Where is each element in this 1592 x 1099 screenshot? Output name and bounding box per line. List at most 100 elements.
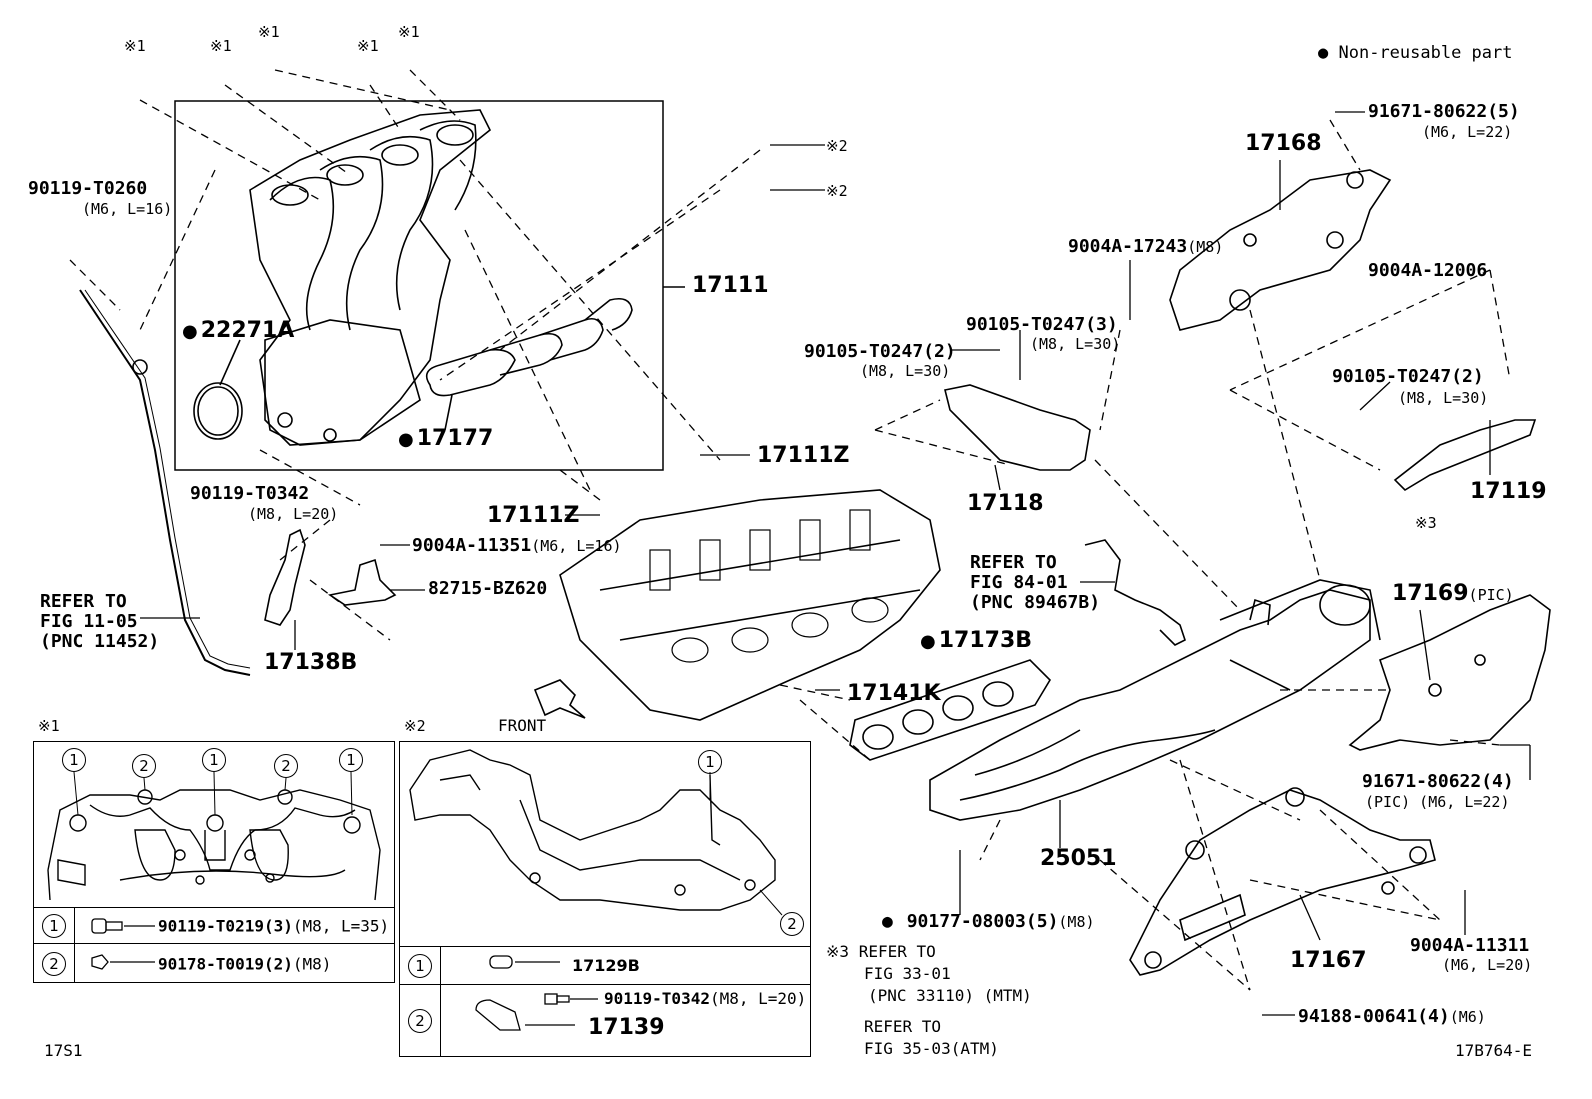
row-number: 2 (408, 1009, 432, 1033)
row-spec: (M8, L=20) (709, 989, 807, 1008)
table-row-leaders (110, 925, 598, 1026)
refer-line: FIG 35-03(ATM) (864, 1039, 999, 1058)
bolt-label: 9004A-17243(M8) (1068, 238, 1223, 256)
row-number-cell: 2 (400, 985, 441, 1057)
row-part: 90178-T0019(2) (158, 954, 293, 973)
bolt-label: 90119-T0260 (28, 178, 148, 199)
part-number: 17169 (1392, 581, 1469, 606)
oxygen-sensor (1084, 539, 1186, 646)
bolt-label: 9004A-11351(M6, L=16) (412, 537, 622, 555)
row-text: 90119-T0219(3)(M8, L=35) (158, 917, 389, 936)
mark1-label: ※1 (398, 23, 420, 41)
row-number-cell: 1 (34, 908, 75, 944)
refer-line: FIG 11-05 (40, 611, 138, 632)
inset1-callout: 1 (62, 748, 86, 772)
bolt-label: 9004A-12006 (1368, 260, 1488, 281)
exhaust-manifold-drawing (929, 579, 1381, 821)
row-part: 90119-T0342 (604, 989, 710, 1008)
gasket-ring-22271A (193, 382, 243, 440)
bolt-label: 94188-00641(4)(M6) (1298, 1008, 1486, 1026)
row-part: 90119-T0219(3) (158, 916, 293, 936)
part-note: (PIC) (1468, 586, 1514, 604)
footer-left: 17S1 (44, 1041, 83, 1060)
table-row-icons (91, 918, 570, 1031)
solid-leaders (140, 111, 1531, 1016)
bolt-spec: (M8, L=30) (1398, 389, 1489, 407)
mark1-label: ※1 (210, 37, 232, 55)
dashed-leaders (69, 69, 1511, 991)
bolt-label: 9004A-11311 (1410, 935, 1530, 956)
part-label-17111: 17111 (692, 273, 769, 298)
refer-note-4: REFER TO FIG 35-03(ATM) (864, 1016, 999, 1060)
bolt-label: 90105-T0247(3) (966, 314, 1118, 335)
inset2-callout: 1 (698, 750, 722, 774)
part-label-22271A: 22271A (182, 320, 295, 343)
refer-line: (PNC 33110) (MTM) (868, 986, 1032, 1005)
part-label-17173B: 17173B (920, 630, 1032, 653)
bolt-spec: (M6) (1449, 1008, 1486, 1026)
intake-gasket-17177 (425, 297, 633, 397)
row-text: 90178-T0019(2)(M8) (158, 954, 331, 973)
part-label-17168: 17168 (1245, 131, 1322, 156)
bolt-spec: (M8, L=30) (1030, 335, 1121, 353)
bolt-number: 9004A-17243 (1068, 236, 1188, 257)
row-number: 2 (42, 951, 66, 976)
heat-insulator-17169 (1348, 594, 1551, 751)
table-row: 2 90178-T0019(2)(M8) (34, 943, 394, 983)
legend-dot-icon: ● (1318, 43, 1329, 63)
bolt-label: 90105-T0247(2) (1332, 366, 1484, 387)
row-number: 1 (42, 914, 66, 938)
refer-note-3: ※3 REFER TO FIG 33-01 (PNC 33110) (MTM) (826, 941, 1032, 1007)
row-number-cell: 2 (34, 944, 75, 983)
bracket-82715 (327, 558, 397, 606)
refer-line: REFER TO (970, 552, 1057, 573)
inset1-callout: 1 (202, 748, 226, 772)
legend: ● Non-reusable part (1318, 44, 1513, 62)
part-label-17119: 17119 (1470, 479, 1547, 504)
part-label-17138B: 17138B (264, 650, 358, 675)
bolt-number: 94188-00641(4) (1298, 1006, 1450, 1027)
refer-line: (PNC 89467B) (970, 592, 1101, 613)
part-label-17111Z: 17111Z (487, 503, 580, 528)
bolt-label: 82715-BZ620 (428, 578, 548, 599)
row-number-cell: 1 (400, 947, 441, 985)
front-label: FRONT (498, 716, 547, 735)
bolt-spec: (M8, L=30) (860, 362, 951, 380)
table-row: 1 90119-T0219(3)(M8, L=35) (34, 907, 394, 944)
row-number: 1 (408, 954, 432, 978)
cylinder-head-drawing (559, 489, 941, 721)
inset1-callout: 2 (274, 754, 298, 778)
mark1-label: ※1 (124, 37, 146, 55)
refer-line: (PNC 11452) (40, 631, 160, 652)
part-label-17167: 17167 (1290, 948, 1367, 973)
refer-line: FIG 84-01 (970, 572, 1068, 593)
bolt-label: 90177-08003(5)(M8) (882, 913, 1095, 931)
bolt-spec: (M6, L=22) (1422, 123, 1513, 141)
row-part2: 17139 (588, 1015, 665, 1040)
inset-table-1: 1 90119-T0219(3)(M8, L=35) 2 90178-T0019… (33, 741, 395, 983)
row-spec: (M8, L=35) (292, 916, 390, 936)
refer-line: ※3 REFER TO (826, 941, 1032, 963)
bolt-label: 90105-T0247(2) (804, 341, 956, 362)
row-spec: (M8) (292, 954, 332, 973)
heat-insulator-17167 (1129, 787, 1436, 976)
bracket-17118 (944, 384, 1091, 471)
bolt-spec: (M6, L=16) (531, 537, 622, 555)
inset1-callout-leaders (73, 771, 353, 816)
row-part: 17129B (572, 956, 640, 975)
part-label-17169: 17169(PIC) (1392, 583, 1514, 605)
bolt-label: 90119-T0342 (190, 483, 310, 504)
refer-line: REFER TO (40, 591, 127, 612)
bolt-label: 91671-80622(4) (1362, 771, 1514, 792)
exhaust-gasket-17173B (849, 659, 1052, 761)
inset2-mark: ※2 (404, 717, 426, 735)
part-label-17111Z: 17111Z (757, 443, 850, 468)
part-label-17141K: 17141K (847, 681, 941, 706)
bolt-number: 90177-08003(5) (906, 911, 1059, 932)
bolt-spec: (M6, L=20) (1442, 956, 1533, 974)
legend-text: Non-reusable part (1338, 43, 1513, 63)
part-label-17118: 17118 (967, 491, 1044, 516)
bracket-17119 (1393, 419, 1537, 492)
mark3-label: ※3 (1415, 514, 1437, 532)
